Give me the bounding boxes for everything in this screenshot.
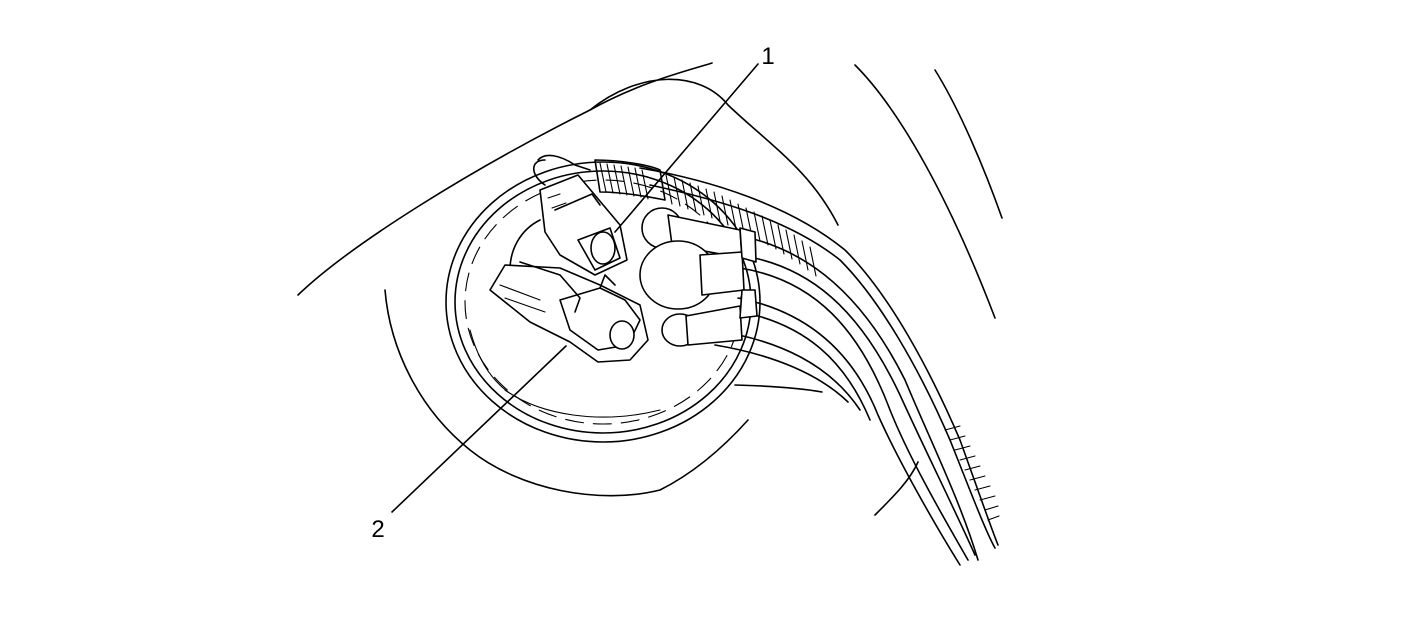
module-fittings [639, 207, 758, 347]
electrical-connector-1 [509, 154, 628, 276]
leader-lines [391, 63, 759, 513]
corrugated-harness [599, 162, 1000, 521]
callout-1-label: 1 [761, 43, 774, 70]
fuel-tank-outline [297, 62, 1003, 516]
fuel-lines-and-harness [594, 159, 1000, 566]
callout-2-leader [391, 345, 567, 513]
callout-1-leader [614, 63, 759, 233]
callout-2-label: 2 [371, 516, 384, 543]
electrical-connector-2 [489, 261, 649, 363]
